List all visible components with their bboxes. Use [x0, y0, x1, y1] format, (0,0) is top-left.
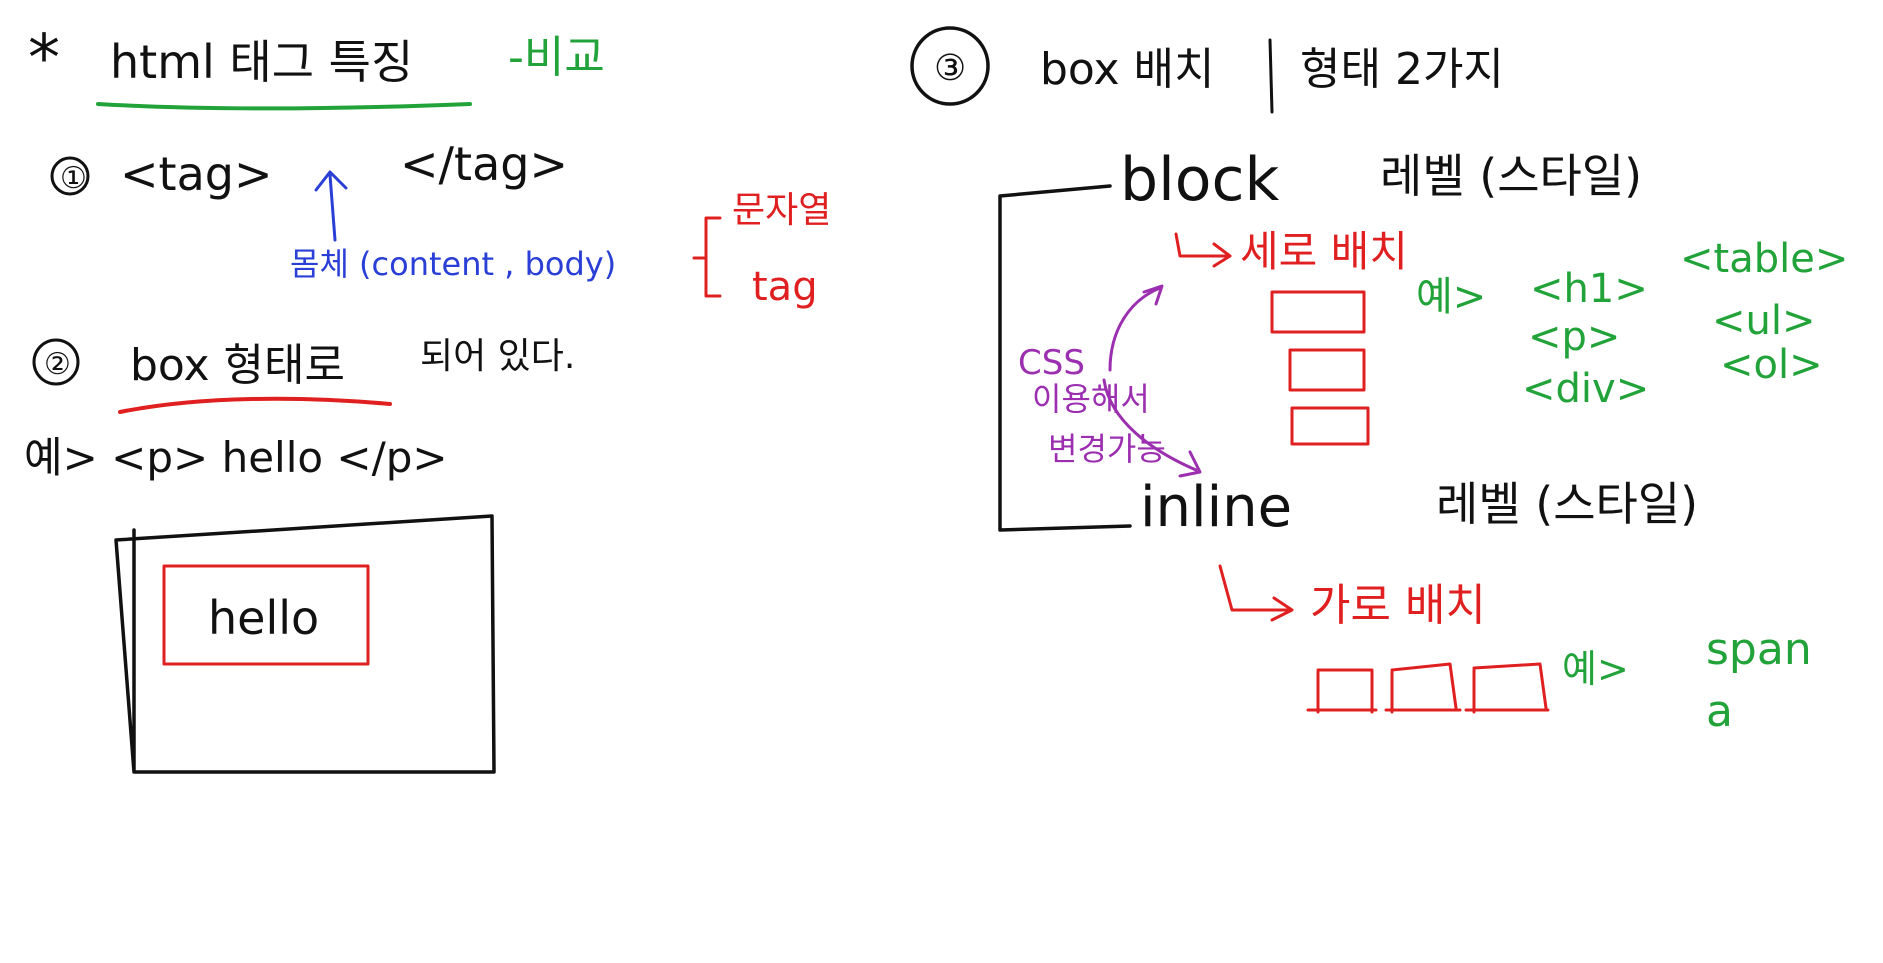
css-down-arrow-icon: [1102, 378, 1202, 478]
section1-number: ①: [60, 161, 87, 196]
outer-box: [114, 514, 496, 774]
css-up-arrow-icon: [1108, 284, 1164, 372]
section1-number-circle: [50, 156, 90, 196]
section1-branch-bottom: tag: [752, 264, 818, 310]
section2-group: ② box 형태로 되어 있다. 예> <p> hello </p> hello: [24, 336, 575, 774]
section2-heading-rest: 되어 있다.: [420, 336, 575, 377]
inline-box-2: [1384, 662, 1462, 714]
section2-number: ②: [44, 347, 71, 382]
section3-group: ③ box 배치 형태 2가지 block 레벨 (스타일) 세로 배치 예> …: [910, 26, 1848, 737]
inline-tag-a: a: [1706, 686, 1733, 737]
inner-box: [162, 564, 370, 666]
section3-heading-left: box 배치: [1040, 44, 1214, 95]
css-note-line1: CSS: [1018, 343, 1085, 383]
section2-example: 예> <p> hello </p>: [24, 433, 448, 482]
inline-arrow-icon: [1218, 564, 1294, 622]
css-note-line2: 이용해서: [1032, 380, 1150, 418]
block-title: block: [1120, 145, 1279, 215]
inline-level: 레벨 (스타일): [1436, 477, 1698, 531]
block-box-2: [1288, 348, 1366, 392]
block-tag-ol: <ol>: [1720, 342, 1823, 388]
section1-close-tag: </tag>: [400, 137, 568, 191]
title-underline: [96, 102, 472, 111]
title-main: html 태그 특징: [110, 35, 413, 89]
block-tag-p: <p>: [1528, 314, 1620, 360]
section3-heading-right: 형태 2가지: [1300, 44, 1504, 95]
block-direction: 세로 배치: [1240, 227, 1408, 276]
section2-number-circle: [32, 338, 80, 386]
section2-underline: [118, 396, 392, 414]
section2-inner-text: hello: [208, 591, 319, 645]
block-tag-ul: <ul>: [1712, 298, 1816, 344]
block-example-label: 예>: [1416, 274, 1486, 320]
inline-direction: 가로 배치: [1310, 580, 1486, 631]
block-tag-div: <div>: [1522, 366, 1649, 412]
block-box-1: [1270, 290, 1366, 334]
title-suffix: -비교: [508, 32, 605, 83]
inline-tag-span: span: [1706, 624, 1812, 675]
inline-title: inline: [1140, 475, 1292, 540]
section3-number-circle: [910, 26, 990, 106]
section1-content-label: 몸체 (content , body): [290, 245, 616, 283]
section3-number: ③: [934, 48, 966, 89]
css-note-line3: 변경가능: [1048, 430, 1166, 468]
up-arrow-icon: [314, 170, 348, 242]
section1-group: ① <tag> </tag> 몸체 (content , body) 문자열 t…: [50, 137, 831, 310]
heading-divider: [1268, 38, 1274, 114]
section3-group-bracket: [998, 184, 1132, 532]
section1-branch-top: 문자열: [732, 190, 831, 231]
section2-heading-box: box 형태로: [130, 340, 345, 391]
block-tag-table: <table>: [1680, 236, 1848, 282]
section1-open-tag: <tag>: [120, 147, 273, 201]
block-tag-h1: <h1>: [1530, 266, 1648, 312]
block-box-3: [1290, 406, 1370, 446]
block-arrow-icon: [1174, 232, 1232, 268]
inline-box-1: [1306, 668, 1378, 714]
inline-box-3: [1464, 662, 1550, 714]
block-level: 레벨 (스타일): [1380, 149, 1642, 203]
branch-bracket-icon: [692, 216, 722, 298]
inline-example-label: 예>: [1562, 647, 1629, 691]
title-star: *: [28, 22, 60, 96]
title-group: * html 태그 특징 -비교: [28, 22, 605, 111]
